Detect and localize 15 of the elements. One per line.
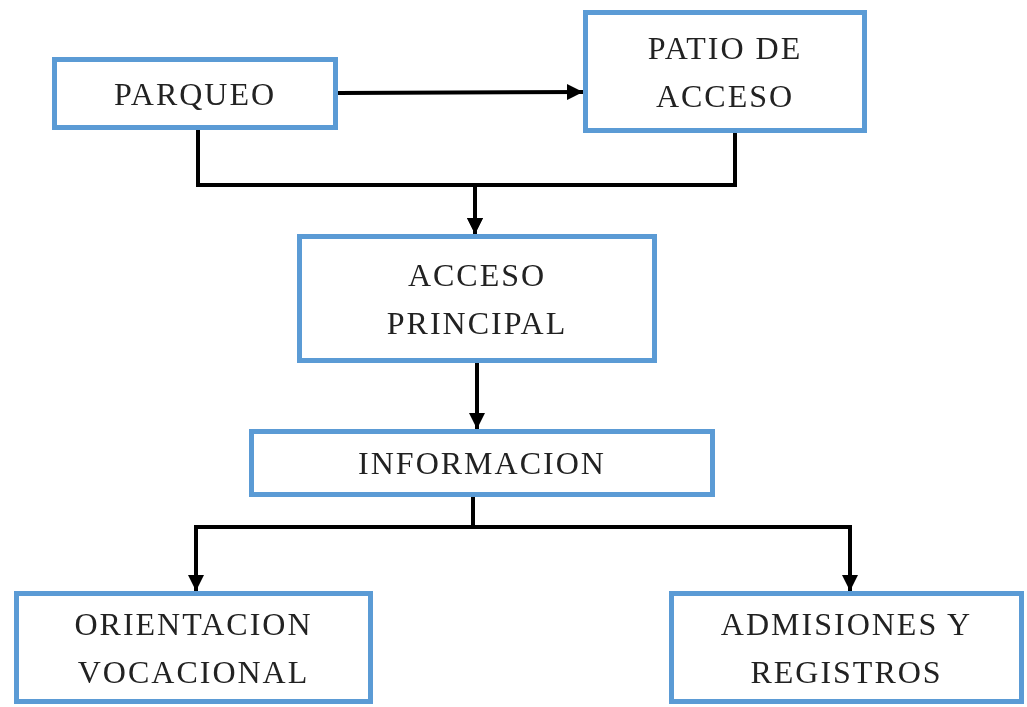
- box-label: ACCESO PRINCIPAL: [385, 255, 569, 343]
- process-box: [249, 429, 715, 497]
- box-label: ORIENTACION VOCACIONAL: [73, 604, 314, 692]
- box-label: INFORMACION: [358, 444, 606, 483]
- box-label: ADMISIONES Y REGISTROS: [719, 604, 974, 692]
- box-label: PARQUEO: [113, 74, 277, 114]
- box-label: PATIO DE ACCESO: [646, 28, 804, 116]
- process-box: [297, 234, 657, 363]
- process-box: [669, 591, 1024, 704]
- process-box: [52, 57, 338, 130]
- arrow: [338, 84, 583, 101]
- arrow: [471, 497, 858, 591]
- process-box: [583, 10, 867, 133]
- arrow: [469, 363, 485, 429]
- process-box: [14, 591, 373, 704]
